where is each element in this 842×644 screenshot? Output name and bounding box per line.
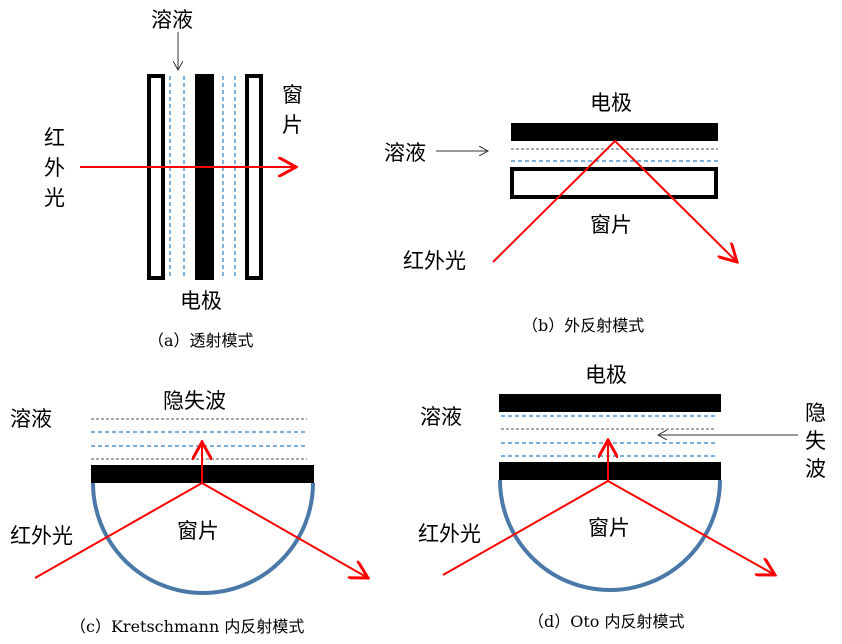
ir-label: 红外光 [403,249,466,273]
caption-c: （c）Kretschmann 内反射模式 [70,617,304,636]
ir-label: 红外光 [418,522,481,546]
hemispherical-prism [498,479,722,592]
ir-beam [492,139,737,262]
panel-a-transmission: 溶液 窗 片 红 外 光 电极 （a）透射模式 [44,8,303,350]
window-label: 窗片 [590,213,632,237]
ir-label: 红 [44,126,65,150]
window-label: 窗片 [588,516,630,540]
window-left [147,74,165,280]
panel-b-external-reflection: 电极 溶液 窗片 红外光 （b）外反射模式 [384,91,737,335]
electrode [195,74,214,280]
window [510,167,718,199]
evanescent-label: 隐 [805,401,826,425]
electrode-label: 电极 [585,363,627,387]
prism-top [499,462,721,480]
window-label: 片 [282,113,303,137]
evanescent-label: 失 [805,429,826,453]
ir-label: 光 [44,186,65,210]
ir-label: 外 [44,156,65,180]
solution-label: 溶液 [151,8,193,32]
solution-label: 溶液 [10,407,52,431]
electrode [499,394,721,412]
solution-label: 溶液 [384,141,426,165]
electrode [511,123,718,141]
panel-d-otto: 电极 溶液 隐 失 波 窗片 红外光 （d）Oto 内反射模式 [418,363,826,631]
evanescent-label: 波 [805,457,826,481]
window-label: 窗片 [177,519,219,543]
caption-b: （b）外反射模式 [522,316,644,335]
electrode-label: 电极 [180,289,222,313]
caption-d: （d）Oto 内反射模式 [528,612,685,631]
solution-label: 溶液 [420,405,462,429]
window-label: 窗 [282,83,303,107]
electrode-label: 电极 [590,91,632,115]
hemispherical-prism [91,482,315,595]
panel-c-kretschmann: 隐失波 溶液 窗片 红外光 （c）Kretschmann 内反射模式 [10,389,368,636]
evanescent-label: 隐失波 [163,389,226,413]
caption-a: （a）透射模式 [148,331,254,350]
ir-label: 红外光 [10,524,73,548]
window-right [245,74,263,280]
